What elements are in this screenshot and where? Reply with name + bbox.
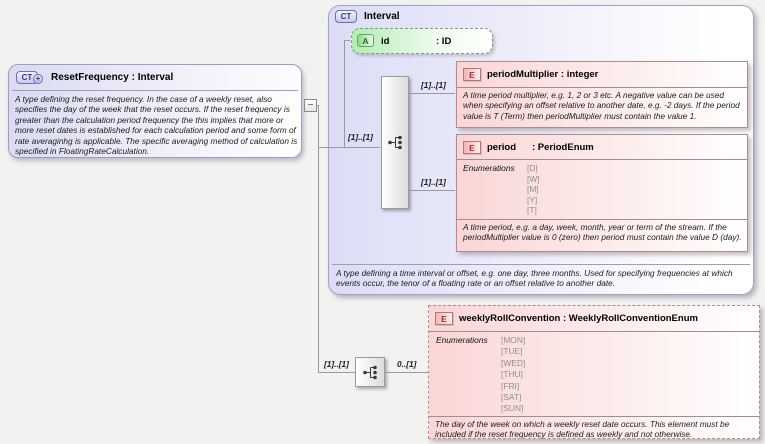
enum-value: [SUN] bbox=[501, 403, 524, 414]
enum-value: [Y] bbox=[527, 194, 538, 205]
weeklyrollconvention-title: weeklyRollConvention : WeeklyRollConvent… bbox=[459, 313, 698, 324]
periodmultiplier-title: periodMultiplier : integer bbox=[487, 69, 599, 80]
occurrence-label-period: [1]..[1] bbox=[421, 177, 446, 187]
element-icon: E bbox=[435, 312, 453, 325]
attribute-icon: A bbox=[357, 34, 374, 47]
sequence-icon bbox=[362, 365, 377, 379]
weeklyrollconvention-description: The day of the week on which a weekly re… bbox=[435, 419, 730, 440]
occurrence-label-sequence1: [1]..[1] bbox=[348, 132, 373, 142]
minus-icon: − bbox=[307, 100, 314, 111]
sequence-compositor[interactable] bbox=[381, 76, 409, 209]
enum-value: [FRI] bbox=[501, 380, 520, 391]
period-description: A time period, e.g. a day, week, month, … bbox=[463, 222, 742, 243]
resetfrequency-description: A type defining the reset frequency. In … bbox=[15, 94, 298, 157]
sequence-icon bbox=[387, 135, 402, 150]
header-separator bbox=[457, 159, 747, 160]
resetfrequency-title: ResetFrequency : Interval bbox=[51, 72, 174, 83]
periodmultiplier-description: A time period multiplier, e.g. 1, 2 or 3… bbox=[463, 90, 740, 121]
attribute-id-type: : ID bbox=[436, 36, 452, 47]
enum-value: [SAT] bbox=[501, 392, 522, 403]
complextype-icon: CT bbox=[335, 10, 357, 23]
header-separator bbox=[12, 90, 298, 91]
complextype-plus-icon: CT + bbox=[16, 71, 43, 84]
occurrence-label-periodmultiplier: [1]..[1] bbox=[421, 80, 446, 90]
interval-description: A type defining a time interval or offse… bbox=[336, 268, 733, 289]
complextype-icon-letters: CT bbox=[21, 73, 33, 82]
resetfrequency-element-box[interactable]: CT + ResetFrequency : Interval A type de… bbox=[8, 64, 302, 158]
period-enum-list: [D] [W] [M] [Y] [T] bbox=[527, 163, 540, 216]
sequence-compositor[interactable] bbox=[355, 357, 385, 387]
interval-type-box[interactable]: CT Interval A type defining a time inter… bbox=[328, 5, 754, 295]
header-separator bbox=[429, 331, 759, 332]
period-title-type: : PeriodEnum bbox=[532, 142, 594, 153]
body-separator bbox=[429, 416, 759, 417]
occurrence-label-sequence2: [1]..[1] bbox=[324, 359, 349, 369]
collapse-toggle[interactable]: − bbox=[304, 99, 317, 112]
enum-value: [D] bbox=[527, 163, 538, 173]
footer-separator bbox=[332, 264, 750, 265]
enum-value: [TUE] bbox=[501, 346, 523, 357]
element-icon-letter: E bbox=[469, 143, 475, 153]
enumerations-label: Enumerations bbox=[436, 335, 488, 345]
enum-value: [W] bbox=[527, 173, 540, 184]
attribute-id-name: id bbox=[381, 36, 390, 47]
attribute-id-box[interactable]: A id : ID bbox=[351, 28, 493, 54]
complextype-icon-letters: CT bbox=[340, 12, 352, 21]
interval-title: Interval bbox=[364, 11, 400, 22]
plus-icon: + bbox=[33, 73, 43, 84]
element-icon: E bbox=[463, 68, 481, 81]
weeklyroll-enum-list: [MON] [TUE] [WED] [THU] [FRI] [SAT] [SUN… bbox=[501, 335, 525, 415]
attribute-icon-letter: A bbox=[362, 36, 369, 46]
element-weeklyrollconvention-box[interactable]: E weeklyRollConvention : WeeklyRollConve… bbox=[428, 305, 760, 439]
enum-value: [T] bbox=[527, 205, 537, 216]
element-icon-letter: E bbox=[469, 70, 475, 80]
element-periodmultiplier-box[interactable]: E periodMultiplier : integer A time peri… bbox=[456, 61, 748, 128]
period-title-name: period bbox=[487, 142, 517, 153]
enum-value: [MON] bbox=[501, 335, 526, 345]
occurrence-label-weeklyroll: 0..[1] bbox=[397, 359, 417, 369]
enum-value: [THU] bbox=[501, 369, 523, 380]
element-icon-letter: E bbox=[441, 314, 447, 324]
enum-value: [WED] bbox=[501, 357, 526, 368]
enumerations-label: Enumerations bbox=[463, 163, 515, 173]
enum-value: [M] bbox=[527, 184, 539, 195]
header-separator bbox=[457, 87, 747, 88]
element-period-box[interactable]: E period : PeriodEnum Enumerations [D] [… bbox=[456, 134, 748, 252]
body-separator bbox=[457, 219, 747, 220]
element-icon: E bbox=[463, 141, 481, 154]
